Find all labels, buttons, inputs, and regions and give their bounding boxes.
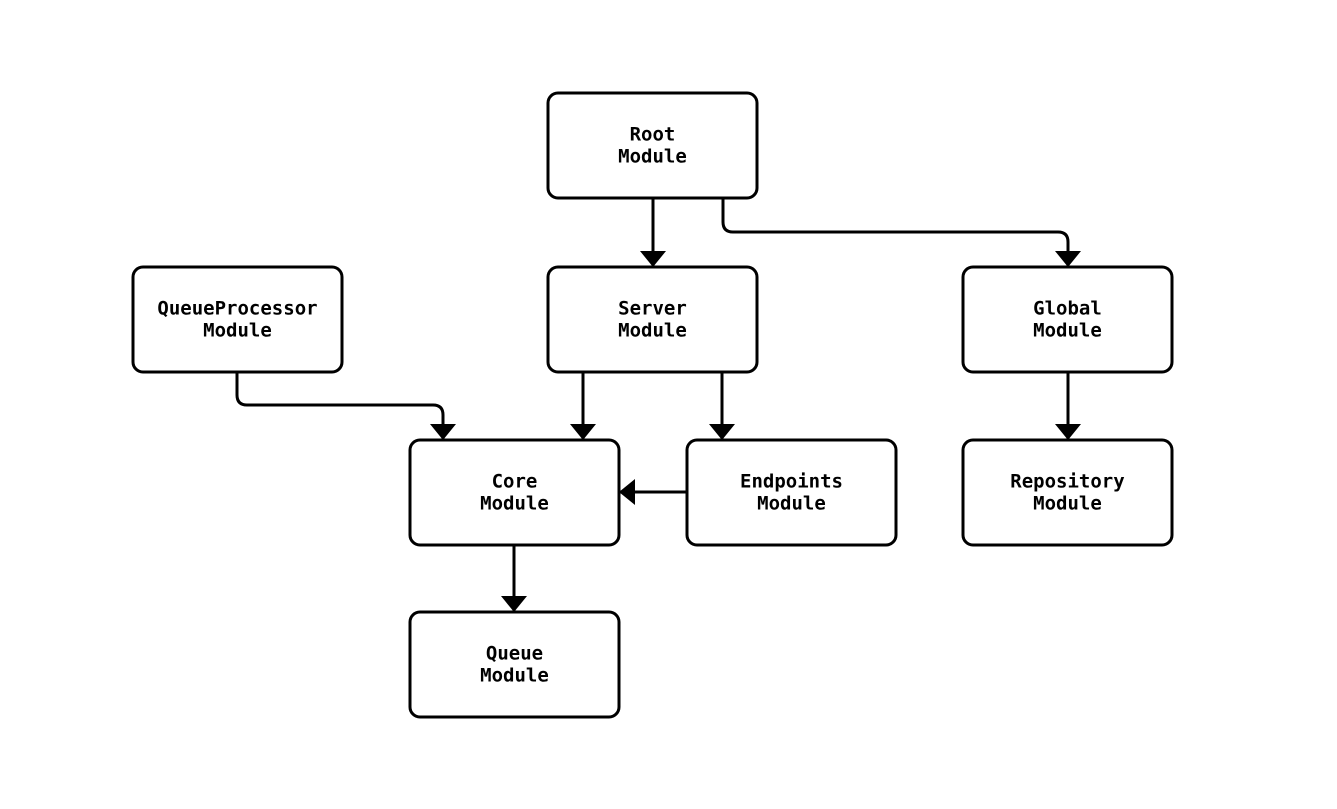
edge-queueprocessor-to-core: [235, 373, 456, 440]
node-core-module: Core Module: [408, 438, 621, 547]
node-server-module: Server Module: [546, 265, 759, 374]
node-label-line1: Root: [630, 124, 676, 146]
node-label-line2: Module: [480, 493, 549, 515]
node-label-line2: Module: [757, 493, 826, 515]
node-endpoints-module: Endpoints Module: [685, 438, 898, 547]
node-box: [408, 610, 621, 719]
node-label-line1: Endpoints: [740, 471, 843, 493]
node-box: [685, 438, 898, 547]
node-label-line1: Repository: [1010, 471, 1124, 493]
node-label-line2: Module: [1033, 493, 1102, 515]
node-queueprocessor-module: QueueProcessor Module: [131, 265, 344, 374]
node-box: [546, 265, 759, 374]
node-global-module: Global Module: [961, 265, 1174, 374]
node-repository-module: Repository Module: [961, 438, 1174, 547]
node-label-line1: Server: [618, 298, 687, 320]
node-label-line1: Core: [492, 471, 538, 493]
node-label-line1: Global: [1033, 298, 1102, 320]
node-label-line2: Module: [618, 320, 687, 342]
node-box: [961, 438, 1174, 547]
node-label-line2: Module: [480, 665, 549, 687]
node-label-line2: Module: [203, 320, 272, 342]
node-root-module: Root Module: [546, 91, 759, 200]
node-box: [961, 265, 1174, 374]
node-box: [131, 265, 344, 374]
node-label-line1: Queue: [486, 643, 543, 665]
node-box: [546, 91, 759, 200]
node-box: [408, 438, 621, 547]
edge-root-to-global: [721, 198, 1081, 267]
node-label-line1: QueueProcessor: [157, 298, 317, 320]
node-label-line2: Module: [1033, 320, 1102, 342]
node-queue-module: Queue Module: [408, 610, 621, 719]
node-label-line2: Module: [618, 146, 687, 168]
